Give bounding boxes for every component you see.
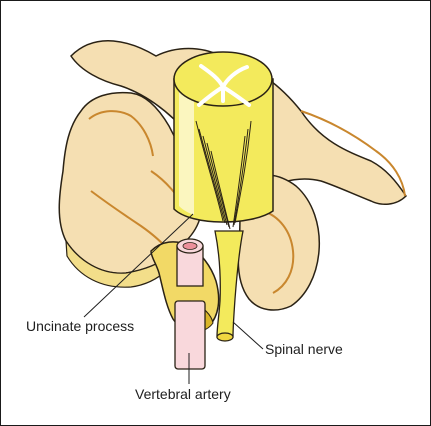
body-ridge-1	[88, 110, 154, 157]
vertebral-artery-lower	[174, 300, 206, 370]
nerve-rootlets	[195, 120, 252, 230]
vertebral-artery-upper	[176, 245, 204, 287]
vertebral-artery-label: Vertebral artery	[135, 386, 231, 402]
pillar-ridge	[262, 210, 295, 294]
vertebral-artery-lumen	[182, 242, 198, 250]
spinal-nerve-end	[216, 332, 234, 342]
spinous-process	[300, 110, 406, 197]
spinal-nerve	[214, 230, 244, 338]
spinal-cord-highlight	[179, 91, 194, 215]
spinal-nerve-label: Spinal nerve	[265, 341, 343, 357]
spinal-cord	[173, 78, 274, 223]
uncinate-process-label: Uncinate process	[26, 318, 135, 334]
body-ridge-2	[90, 190, 170, 252]
grey-matter-pattern	[197, 64, 251, 107]
leader-spinal	[232, 321, 264, 350]
leader-uncinate	[83, 213, 194, 318]
